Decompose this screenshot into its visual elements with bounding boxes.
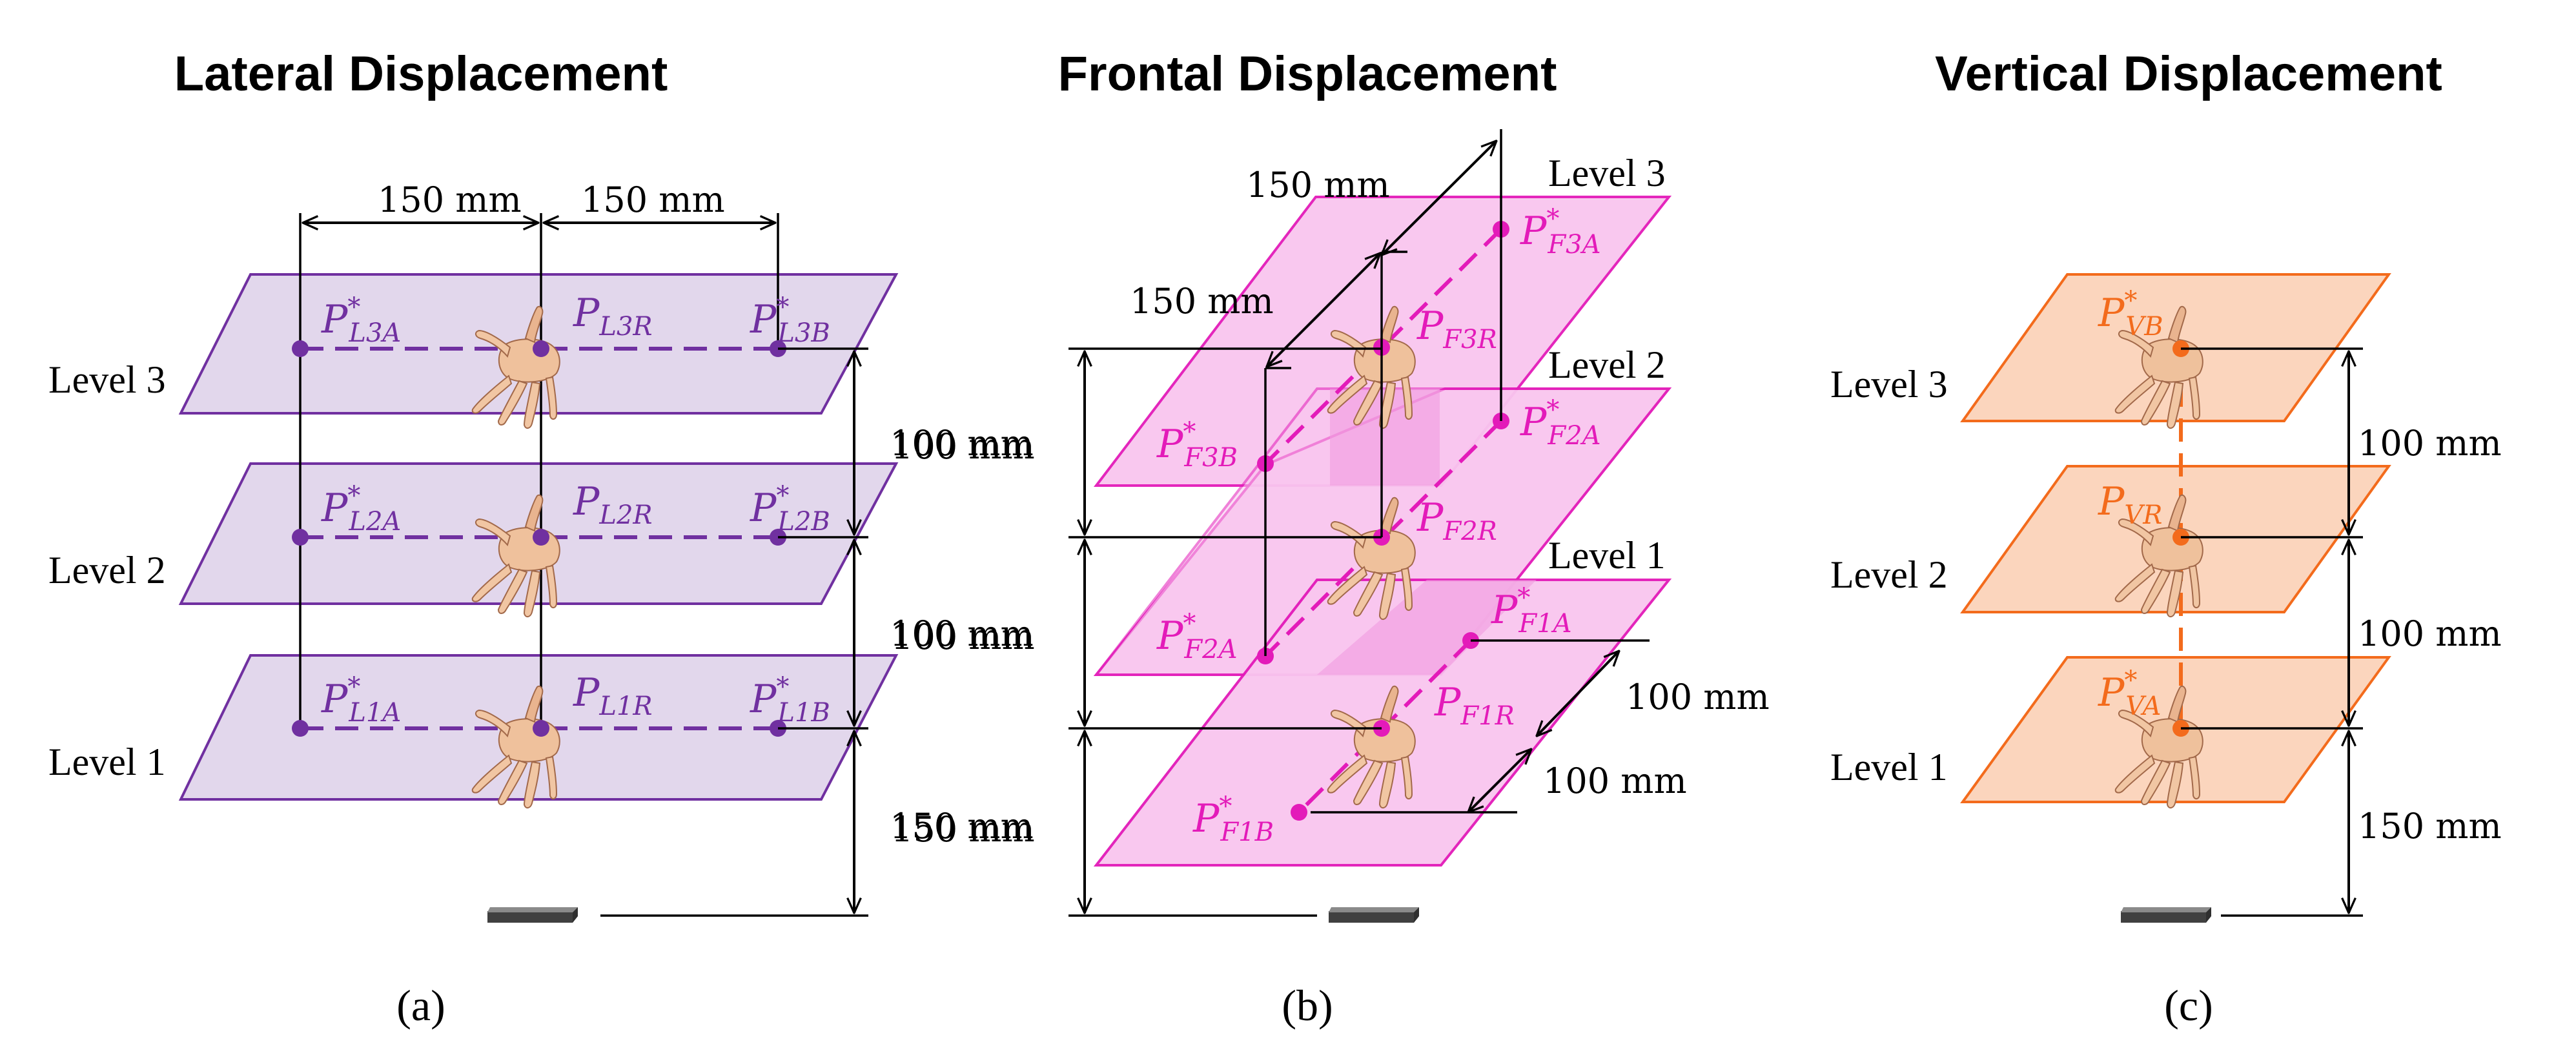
point-label-l2b: P*L2B — [750, 481, 830, 537]
panel-lateral: Lateral Displacement 150 mm 150 mm — [48, 46, 1034, 1030]
dim-c-level-1-base: 150 mm — [2358, 806, 2502, 847]
point-label-f3a: P*F3A — [1520, 204, 1600, 260]
point-label-l2r: PL2R — [573, 479, 653, 530]
panel-a-title: Lateral Displacement — [174, 46, 668, 101]
point-label-l1a: P*L1A — [321, 672, 401, 728]
point-label-f3b: P*F3B — [1156, 417, 1238, 473]
point-label-vr: PVR — [2098, 479, 2162, 530]
level-label: Level 2 — [1830, 553, 1948, 596]
point-label-l3a: P*L3A — [321, 292, 401, 348]
dim-b-depth-bottom: 100 mm — [1543, 761, 1687, 801]
point-label-f3r: PF3R — [1416, 303, 1497, 354]
level-label: Level 3 — [1830, 363, 1948, 405]
point-label-l3r: PL3R — [573, 291, 653, 342]
panel-vertical: Vertical Displacement P*VB PVR P*VA Leve… — [1830, 46, 2502, 1030]
point-label-vb: P*VB — [2098, 286, 2163, 342]
point-label-l3b: P*L3B — [750, 292, 830, 348]
dim-a-top-left: 150 mm — [378, 180, 522, 220]
dim-b-depth-mid: 150 mm — [1130, 281, 1274, 322]
level-label: Level 3 — [48, 358, 166, 401]
dim-a-top-right: 150 mm — [581, 180, 725, 220]
level-label: Level 1 — [1830, 746, 1948, 788]
level-label: Level 3 — [1548, 152, 1666, 194]
dim-c-level-3-2: 100 mm — [2358, 423, 2502, 464]
dim-a-level-3-2: 100 mm — [890, 423, 1034, 464]
level-label: Level 1 — [1548, 534, 1666, 577]
point-label-va: P*VA — [2098, 666, 2161, 721]
dim-a-level-1-base: 150 mm — [890, 806, 1034, 847]
point-label-f2a: P*F2A — [1520, 395, 1600, 451]
sensor-icon — [2121, 907, 2211, 923]
point-label-f1r: PF1R — [1434, 680, 1515, 731]
dim-a-level-2-1: 100 mm — [890, 613, 1034, 654]
panel-c-caption: (c) — [2164, 981, 2213, 1030]
point-label-l2a: P*L2A — [321, 481, 401, 537]
dim-c-level-2-1: 100 mm — [2358, 613, 2502, 654]
sensor-icon — [1329, 907, 1419, 923]
point-label-f1a: P*F1A — [1491, 583, 1571, 639]
level-label: Level 2 — [1548, 344, 1666, 386]
panel-b-title: Frontal Displacement — [1058, 46, 1557, 101]
panel-c-title: Vertical Displacement — [1935, 46, 2442, 101]
sensor-icon — [487, 907, 578, 923]
point-label-f2a-low: P*F2A — [1156, 609, 1237, 664]
point-label-f1b: P*F1B — [1192, 792, 1274, 847]
point-label-f2r: PF2R — [1416, 495, 1497, 546]
dim-b-depth-low: 100 mm — [1626, 677, 1770, 717]
panel-a-caption: (a) — [396, 981, 445, 1030]
panel-frontal: Frontal Displacement — [1058, 46, 1770, 1030]
panel-b-caption: (b) — [1282, 981, 1333, 1030]
dim-b-depth-top: 150 mm — [1246, 165, 1390, 205]
level-label: Level 2 — [48, 549, 166, 591]
point-label-l1b: P*L1B — [750, 672, 830, 728]
point-label-l1r: PL1R — [573, 670, 653, 721]
level-label: Level 1 — [48, 741, 166, 783]
